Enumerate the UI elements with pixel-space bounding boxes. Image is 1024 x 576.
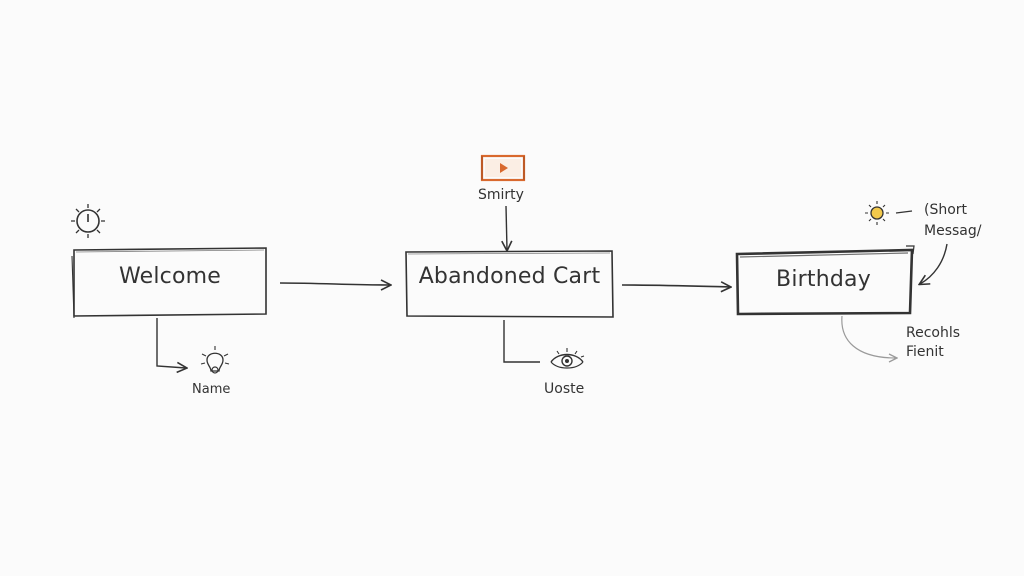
birthday-note-connector (920, 243, 948, 284)
welcome-node-label: Welcome (118, 264, 222, 289)
arrow-welcome-to-cart (279, 283, 390, 285)
cart-sub-note: Uoste (544, 381, 585, 397)
birthday-top-note-line2: Messag/ (924, 223, 982, 239)
birthday-top-note-line1: (Short (924, 202, 968, 218)
video-icon (480, 154, 526, 182)
sun-dash (895, 210, 913, 214)
arrow-cart-to-birthday (621, 285, 730, 287)
birthday-node-label: Birthday (776, 267, 871, 292)
welcome-node-box (71, 247, 267, 319)
abandoned-cart-node-label: Abandoned Cart (418, 264, 601, 289)
welcome-sub-note: Name (192, 382, 231, 397)
clock-icon (71, 204, 105, 238)
birthday-faint-arc (841, 315, 896, 358)
cart-top-connector (506, 205, 507, 250)
birthday-side-note-line1: Recohls (906, 325, 961, 341)
eye-icon (550, 348, 585, 369)
birthday-side-note-line2: Fienit (906, 344, 944, 360)
cart-top-note: Smirty (478, 187, 524, 203)
abandoned-cart-node-box (405, 250, 614, 318)
cart-sub-connector (503, 320, 540, 363)
birthday-node-box (735, 245, 915, 316)
sun-icon (865, 201, 889, 225)
lightbulb-icon (200, 346, 230, 374)
welcome-sub-connector (156, 318, 186, 368)
